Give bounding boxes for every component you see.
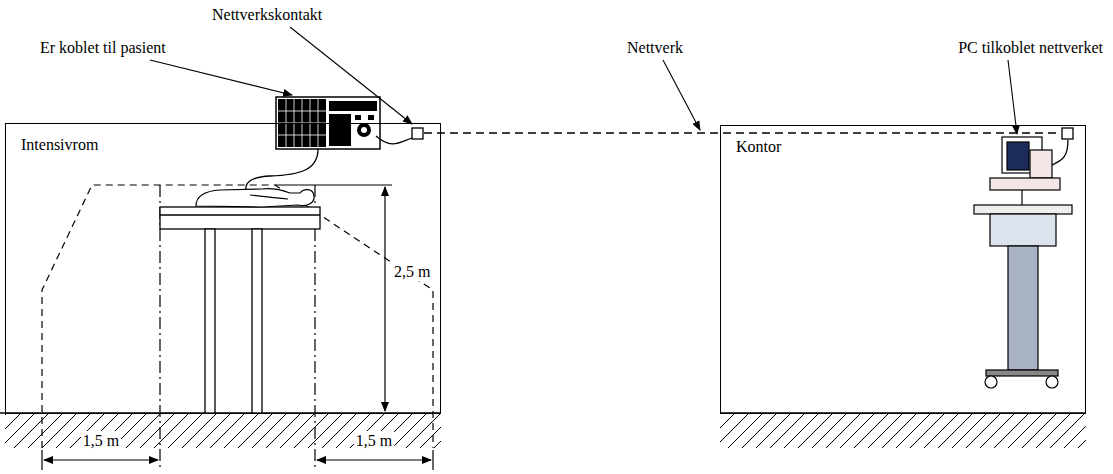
room-outline: Intensivrom [5,123,441,414]
drawing-circle [361,127,367,133]
drawing-path [246,149,318,190]
cables [246,136,1068,190]
drawing-circle [985,376,997,388]
drawing-rect [990,178,1060,190]
drawing-path [250,195,288,199]
drawing-path [376,136,412,144]
callout-label: Nettverkskontakt [210,5,324,24]
drawing-rect [986,370,1058,376]
pc-cart [974,137,1072,388]
dimension-label: 2,5 m [392,262,432,281]
network-line [424,132,1061,134]
drawing-rect [1062,128,1073,139]
leader-lines [150,27,1017,134]
drawing-rect [252,229,262,413]
drawing-rect [160,207,320,229]
drawing-line [1008,60,1017,134]
room-name: Intensivrom [21,135,98,154]
room-name: Kontor [736,137,781,156]
dimension-label: 1,5 m [354,431,394,450]
drawing-rect [1007,142,1029,170]
drawing-rect [974,205,1072,214]
drawing-line [384,187,385,411]
room-outline: Kontor [720,125,1086,414]
drawing-rect [720,414,1086,448]
drawing-path [42,185,433,448]
drawing-line [150,60,292,95]
drawing-line [41,450,42,470]
drawing-rect [1030,150,1052,178]
drawing-line [290,27,412,124]
bed [160,207,320,413]
drawing-path [196,189,314,207]
drawing-line [44,459,158,460]
drawing-rect [329,101,377,111]
drawing-line [160,214,320,215]
drawing-line [275,184,392,185]
drawing-rect [990,214,1056,246]
drawing-line [317,459,431,460]
drawing-rect [355,115,361,120]
patient [196,189,314,207]
drawing-circle [357,123,371,137]
dimension-label: 1,5 m [81,431,121,450]
drawing-rect [329,114,351,146]
drawing-rect [412,128,423,139]
drawing-line [663,60,700,130]
drawing-rect [368,115,374,120]
network-socket [412,128,1073,139]
drawing-rect [205,229,215,413]
callout-label: Er koblet til pasient [38,38,168,57]
ground-hatching [0,413,1086,448]
drawing-line [1021,190,1022,205]
drawing-line [432,450,433,470]
callout-label: Nettverk [625,38,685,57]
patient-zone [42,185,433,470]
drawing-circle [1046,376,1058,388]
callout-label: PC tilkoblet nettverket [956,38,1105,57]
drawing-rect [1008,246,1038,370]
